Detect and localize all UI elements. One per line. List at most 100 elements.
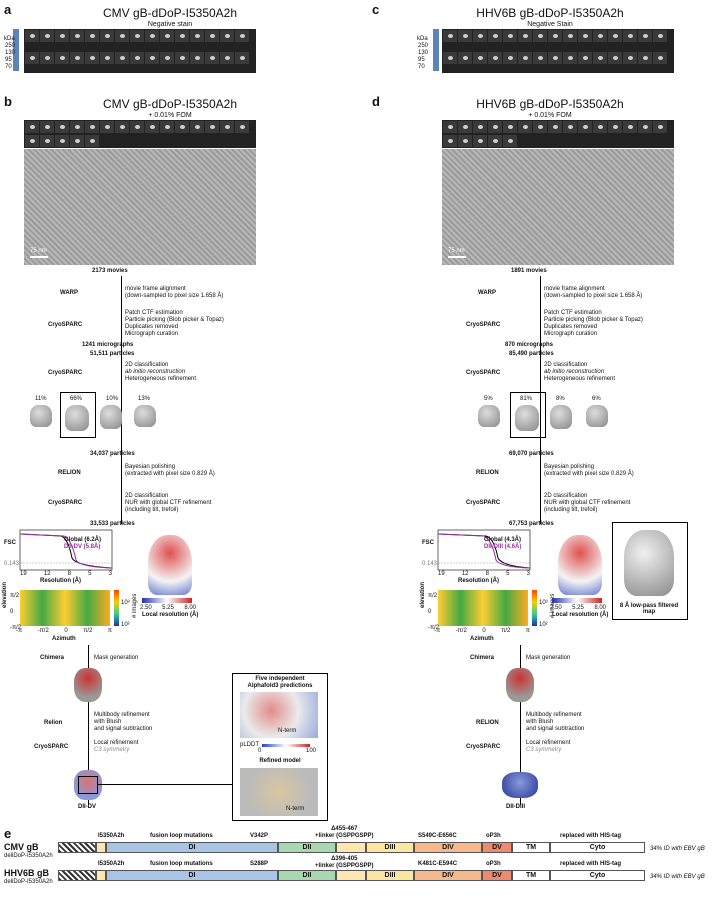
class-map <box>100 405 122 429</box>
class-average <box>488 134 502 147</box>
step-text: Mask generation <box>94 655 139 661</box>
class-average <box>55 51 69 64</box>
class-average <box>578 30 592 42</box>
class-average <box>40 134 54 147</box>
lowpass-map <box>624 530 674 596</box>
panel-letter-e: e <box>4 826 12 841</box>
class-average <box>593 121 607 133</box>
fsc-threshold: 0.143 <box>422 561 438 567</box>
panel-letter-d: d <box>372 94 380 109</box>
step-text: movie frame alignment(down-sampled to pi… <box>544 286 643 299</box>
plddt-min: 0 <box>258 748 262 754</box>
class-average <box>533 30 547 42</box>
orient-cbar-label: # images <box>132 593 138 618</box>
class-average <box>25 121 39 133</box>
class-average <box>25 134 39 147</box>
count-particles: 67,753 particles <box>509 521 554 527</box>
class-average <box>503 51 517 64</box>
class-average <box>488 51 502 64</box>
software-cryosparc: CryoSPARC <box>466 322 501 328</box>
software-cryosparc: CryoSPARC <box>466 744 501 750</box>
local-res-colorbar <box>552 598 602 603</box>
domain-dv: DV <box>482 842 512 853</box>
class-average <box>563 121 577 133</box>
class-average <box>593 51 607 64</box>
signal-peptide <box>58 870 96 881</box>
domain-link <box>336 842 366 853</box>
class-average <box>190 30 204 42</box>
construct-id: deliDoP-I5350A2h <box>4 879 53 885</box>
count-particles: 85,490 particles <box>509 351 554 357</box>
construct-name: CMV gB <box>4 842 39 852</box>
class-average <box>70 121 84 133</box>
fsc-ylabel: FSC <box>422 540 434 546</box>
class-average <box>175 51 189 64</box>
panel-b-subtitle: + 0.01% FOM <box>148 112 192 119</box>
class-average <box>443 51 457 64</box>
class-average <box>190 51 204 64</box>
class-average <box>518 121 532 133</box>
class-average <box>458 121 472 133</box>
class-map <box>134 405 156 427</box>
software-cryosparc: CryoSPARC <box>34 744 69 750</box>
class-average <box>40 30 54 42</box>
class-average <box>638 51 652 64</box>
local-resolution-map-b <box>148 535 192 595</box>
fsc-xlabel: Resolution (Å) <box>40 578 81 584</box>
class-average <box>473 30 487 42</box>
software-cryosparc: CryoSPARC <box>466 370 501 376</box>
orient-xlabel: Azimuth <box>470 636 494 642</box>
class-average <box>653 30 667 42</box>
class-average <box>473 121 487 133</box>
class-average <box>563 30 577 42</box>
alphafold-predictions <box>240 692 318 738</box>
class-average <box>608 30 622 42</box>
software-cryosparc: CryoSPARC <box>48 322 83 328</box>
mask-map-d <box>506 668 534 702</box>
mutation-label: I5350A2h <box>98 861 125 867</box>
step-text: Mask generation <box>526 655 571 661</box>
class-average <box>70 30 84 42</box>
refined-model <box>240 768 318 816</box>
class-average <box>55 134 69 147</box>
domain-diii: DIII <box>366 870 414 881</box>
panel-c-title: HHV6B gB-dDoP-I5350A2h <box>476 6 624 20</box>
mutation-label: fusion loop mutations <box>150 833 213 839</box>
class-average <box>85 51 99 64</box>
plddt-colorbar <box>262 744 310 747</box>
count-micrographs: 870 micrographs <box>505 342 554 348</box>
domain-link <box>96 842 106 853</box>
class-average <box>175 121 189 133</box>
domain-tm: TM <box>512 842 550 853</box>
fsc-plot-d <box>437 529 531 571</box>
his-label: replaced with HIS-tag <box>560 833 622 839</box>
step-text: movie frame alignment(down-sampled to pi… <box>125 286 224 299</box>
software-cryosparc: CryoSPARC <box>466 500 501 506</box>
class-average <box>473 134 487 147</box>
class-average <box>55 121 69 133</box>
local-resolution-map-d <box>558 535 602 595</box>
class-average <box>578 121 592 133</box>
mutation-label: K481C-E594C <box>418 861 458 867</box>
class-average <box>548 30 562 42</box>
mutation-label: fusion loop mutations <box>150 861 213 867</box>
final-label-b: DII-DV <box>78 804 96 810</box>
domain-diii: DIII <box>366 842 414 853</box>
cryo-2d-classes-d <box>442 120 674 148</box>
class-map <box>478 405 500 427</box>
mutation-label: I5350A2h <box>98 833 125 839</box>
class-percent: 11% <box>35 396 47 402</box>
class-average <box>548 51 562 64</box>
